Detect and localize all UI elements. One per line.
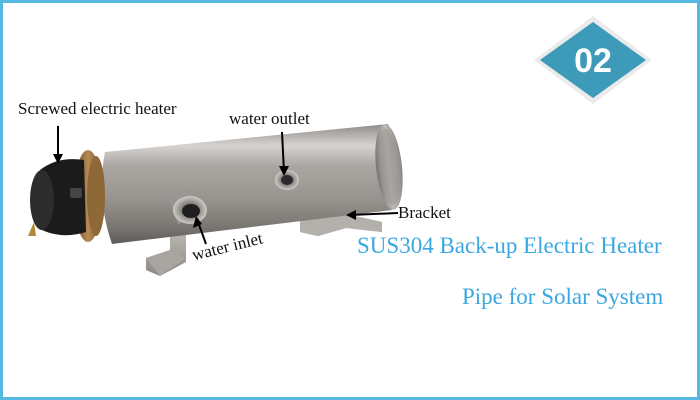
water-outlet-fitting [275,170,299,190]
heater-cap [28,159,86,236]
badge-diamond [540,22,646,98]
water-inlet-fitting [168,188,207,224]
label-screwed-electric-heater: Screwed electric heater [18,99,177,118]
badge-number: 02 [574,42,612,80]
number-badge: 02 [534,16,652,104]
label-bracket: Bracket [398,203,451,222]
label-water-outlet: water outlet [229,109,310,128]
product-title-line2: Pipe for Solar System [462,284,664,309]
annotation-arrowheads [53,154,356,228]
product-title-line1: SUS304 Back-up Electric Heater [357,233,662,258]
